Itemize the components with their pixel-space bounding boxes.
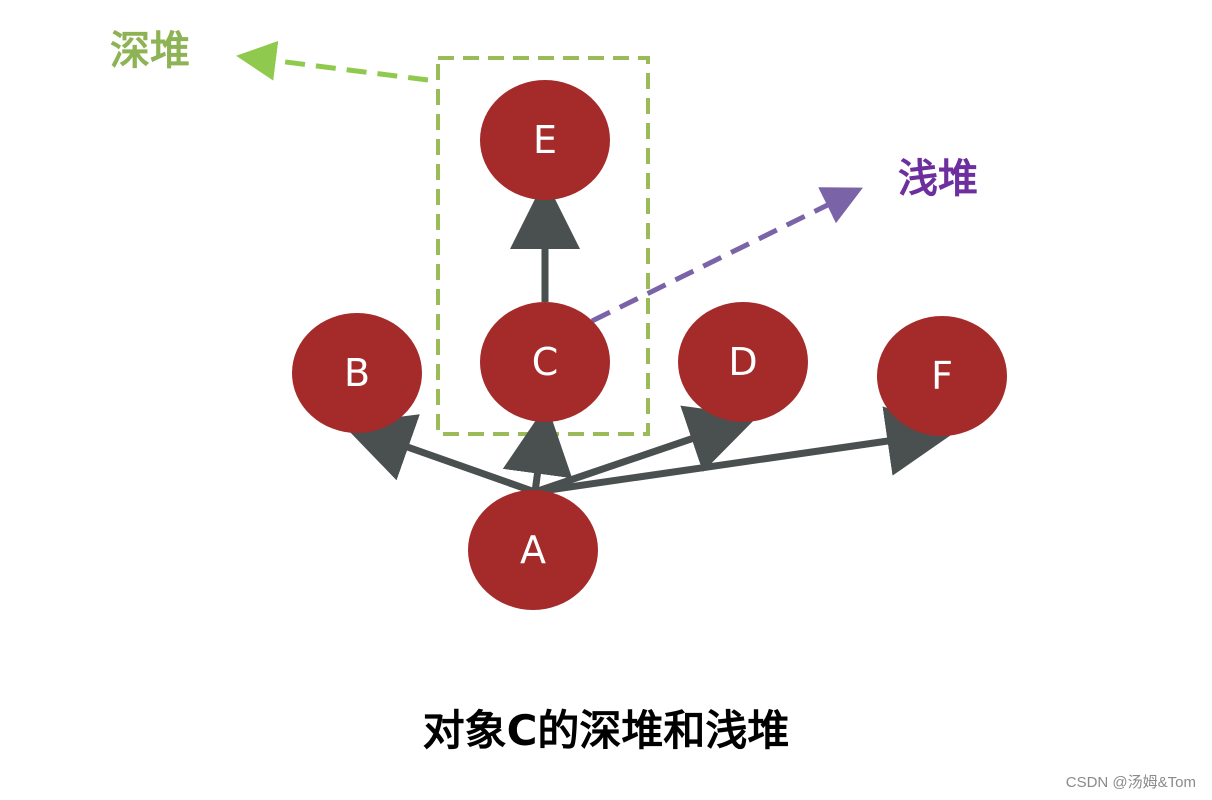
- edge-a-to-f: [534, 406, 957, 496]
- watermark: CSDN @汤姆&Tom: [1066, 774, 1196, 791]
- deep-heap-pointer: [236, 40, 429, 83]
- node-d-label: D: [728, 340, 757, 384]
- node-e: E: [480, 80, 610, 200]
- shallow-heap-label: 浅堆: [898, 156, 978, 202]
- node-c-label: C: [532, 340, 559, 384]
- edge-a-to-b: [342, 414, 537, 496]
- diagram-caption: 对象C的深堆和浅堆: [423, 706, 790, 755]
- node-e-label: E: [533, 118, 557, 162]
- node-f: F: [877, 316, 1007, 436]
- deep-heap-label: 深堆: [110, 28, 190, 74]
- node-a-label: A: [520, 528, 546, 572]
- node-b: B: [292, 313, 422, 433]
- edge-a-to-c: [502, 404, 573, 493]
- edge-a-to-d: [533, 405, 758, 496]
- shallow-heap-pointer: [590, 187, 863, 324]
- node-a: A: [468, 490, 598, 610]
- node-b-label: B: [344, 351, 370, 395]
- node-c: C: [480, 302, 610, 422]
- node-d: D: [678, 302, 808, 422]
- node-f-label: F: [931, 354, 953, 398]
